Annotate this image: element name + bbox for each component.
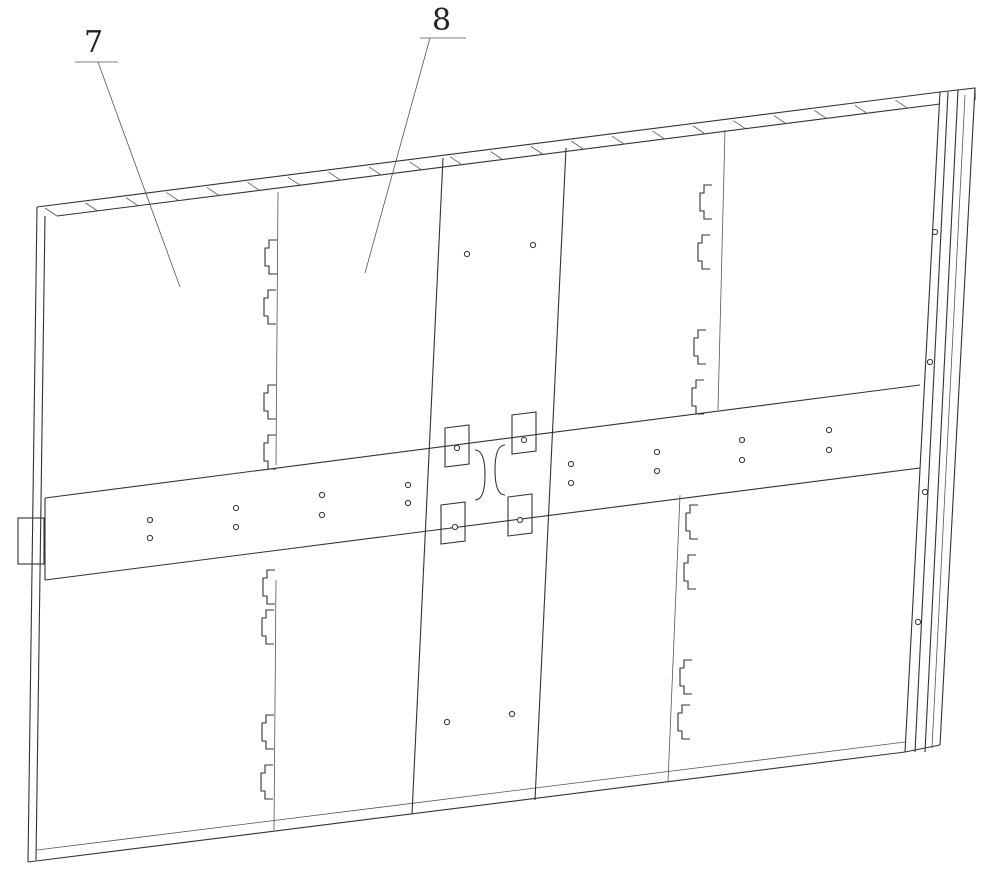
bolt-hole <box>463 250 471 258</box>
bolt-hole <box>453 444 461 452</box>
seams <box>273 129 726 831</box>
honeycomb-cell <box>287 176 301 186</box>
bolt-hole <box>146 516 154 524</box>
bolt-hole <box>508 710 516 718</box>
connector-plate <box>440 501 466 545</box>
notch <box>260 764 273 800</box>
honeycomb-cell <box>368 166 382 176</box>
honeycomb-cell <box>490 151 503 160</box>
bolt-hole <box>146 534 154 542</box>
notch <box>263 289 276 325</box>
bolt-holes <box>146 228 939 726</box>
bolt-hole <box>529 241 537 249</box>
notch <box>693 329 706 365</box>
honeycomb-cell <box>814 110 827 119</box>
honeycomb-cell <box>125 197 139 207</box>
beam-joint <box>474 444 506 501</box>
notch <box>683 554 696 590</box>
bolt-hole <box>567 460 575 468</box>
bolt-hole <box>825 426 833 434</box>
bolt-hole <box>738 436 746 444</box>
honeycomb-cell <box>449 156 463 165</box>
notch <box>264 239 277 275</box>
bolt-hole <box>516 516 524 524</box>
bolt-hole <box>653 448 661 456</box>
honeycomb-cell <box>206 187 220 196</box>
notch <box>691 379 704 415</box>
notch <box>261 609 274 645</box>
honeycomb-cell <box>733 120 746 130</box>
label-7-callout: 7 <box>75 25 181 288</box>
right-side-frame <box>904 87 976 753</box>
bolt-hole <box>825 446 833 454</box>
honeycomb-cell <box>773 115 787 124</box>
notch <box>262 569 275 605</box>
top-edge-honeycomb <box>44 99 908 217</box>
notch <box>699 184 712 220</box>
horizontal-beam <box>17 384 921 581</box>
bolt-hole <box>520 436 528 444</box>
notch <box>261 714 274 750</box>
notch <box>263 434 276 470</box>
bolt-hole <box>653 467 661 475</box>
notch <box>697 234 710 270</box>
bolt-hole <box>318 491 326 499</box>
honeycomb-cell <box>44 207 58 217</box>
honeycomb-cell <box>854 104 868 114</box>
bolt-hole <box>232 504 240 512</box>
bolt-hole <box>232 523 240 531</box>
bolt-hole <box>404 499 412 507</box>
bolt-hole <box>738 456 746 464</box>
bolt-hole <box>318 511 326 519</box>
bolt-hole <box>567 479 575 487</box>
notch <box>677 704 690 740</box>
bolt-hole <box>921 488 929 496</box>
honeycomb-cell <box>85 202 98 212</box>
honeycomb-cell <box>692 125 706 135</box>
bolt-hole <box>914 618 922 626</box>
bolt-hole <box>926 358 934 366</box>
honeycomb-cell <box>530 146 544 155</box>
connector-plates <box>440 411 537 545</box>
label-7: 7 <box>84 25 103 60</box>
bolt-hole <box>931 228 939 236</box>
connector-plate <box>507 493 533 537</box>
connector-plate <box>511 411 537 455</box>
notch <box>679 659 692 695</box>
honeycomb-cell <box>652 130 665 140</box>
bolt-hole <box>443 718 451 726</box>
honeycomb-cell <box>328 171 341 181</box>
panel-outline <box>27 87 976 863</box>
label-8: 8 <box>432 3 451 38</box>
honeycomb-cell <box>571 140 584 150</box>
label-8-callout: 8 <box>364 3 466 274</box>
notch <box>685 504 698 540</box>
honeycomb-cell <box>247 181 260 191</box>
honeycomb-cell <box>895 99 908 109</box>
notch <box>263 384 276 420</box>
honeycomb-cell <box>409 161 422 171</box>
interlocking-notches <box>260 184 712 800</box>
honeycomb-cell <box>611 135 625 145</box>
bolt-hole <box>451 523 459 531</box>
connector-plate <box>444 424 470 468</box>
bolt-hole <box>404 481 412 489</box>
honeycomb-cell <box>166 192 179 201</box>
